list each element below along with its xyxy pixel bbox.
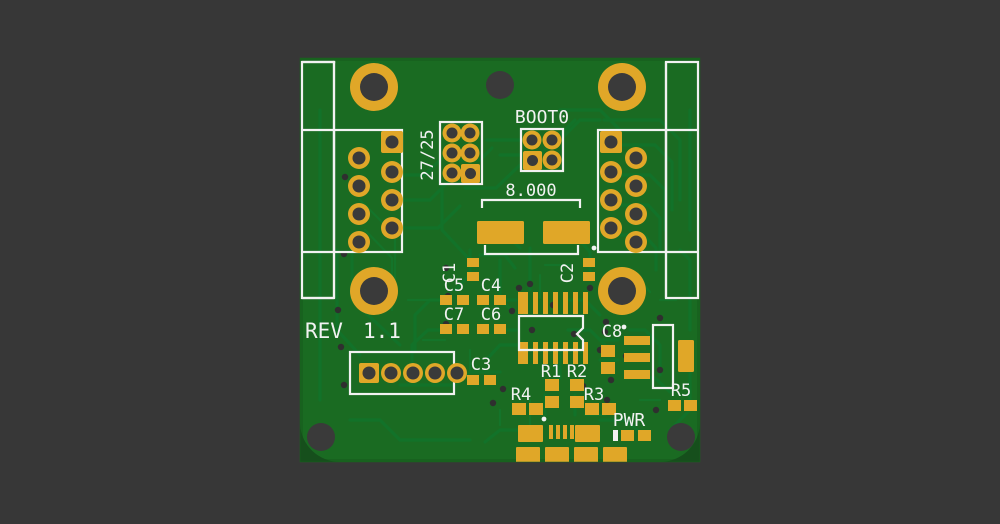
- refdes-r2: R2: [567, 362, 587, 382]
- unplated-hole-top-center: [486, 71, 514, 99]
- refdes-r4: R4: [511, 385, 531, 405]
- revision-label: REV 1.1: [305, 319, 401, 343]
- corner-relief-bl: [300, 424, 340, 462]
- plated-hole-bottom-right: [598, 267, 646, 315]
- unplated-holes: [307, 71, 695, 451]
- microcontroller-ic: [517, 292, 588, 364]
- crystal-pad-left: [477, 221, 524, 244]
- header-jumper-2725[interactable]: [438, 120, 484, 186]
- silk-label-boot0: BOOT0: [515, 107, 569, 128]
- crystal-8mhz: [477, 198, 590, 256]
- polarity-dot: [541, 416, 547, 422]
- header-bottom-5pin[interactable]: [348, 350, 467, 396]
- unplated-hole-bottom-right: [667, 423, 695, 451]
- plated-hole-top-right: [598, 63, 646, 111]
- silk-frames-left: [300, 60, 404, 300]
- board-outline: [299, 57, 701, 463]
- silk-label-crystal-value: 8.000: [505, 181, 556, 201]
- refdes-c8: C8: [602, 322, 622, 342]
- silk-label-jumper-2725: 27/25: [418, 129, 438, 180]
- capacitor-c6: [477, 324, 506, 334]
- refdes-c7: C7: [444, 305, 464, 325]
- header-right-staggered[interactable]: [600, 131, 647, 253]
- resistor-r1: [545, 379, 559, 408]
- refdes-r1: R1: [541, 362, 561, 382]
- resistor-r2: [570, 379, 584, 408]
- capacitor-c1: [467, 258, 479, 281]
- capacitor-c8: [601, 345, 615, 374]
- capacitor-c3: [467, 375, 496, 385]
- refdes-r3: R3: [584, 385, 604, 405]
- plated-mounting-holes: [350, 63, 646, 315]
- crystal-pad-right: [543, 221, 590, 244]
- refdes-labels: C1 C2 C3 C4 C5 C6 C7 C8 R1 R2 R3 R4 R5: [440, 263, 691, 405]
- pcb-board: 27/25 BOOT0: [299, 57, 701, 463]
- refdes-c1: C1: [440, 263, 460, 283]
- silk-label-pwr: PWR: [613, 410, 646, 431]
- ic-pins-bottom: [518, 342, 588, 364]
- capacitor-c4: [477, 295, 506, 305]
- resistor-r3: [585, 403, 616, 415]
- silk-label-rev-value: 1.1: [363, 319, 401, 343]
- refdes-c4: C4: [481, 276, 501, 296]
- capacitor-c2: [583, 245, 597, 281]
- unplated-hole-bottom-left: [307, 423, 335, 451]
- refdes-c2: C2: [558, 263, 578, 283]
- refdes-r5: R5: [671, 381, 691, 401]
- resistor-r4: [512, 403, 543, 415]
- refdes-c5: C5: [444, 276, 464, 296]
- resistor-r5: [668, 400, 697, 411]
- polarity-dot: [621, 324, 627, 330]
- regulator-tab-pad: [678, 340, 694, 372]
- header-left-staggered[interactable]: [348, 131, 403, 253]
- header-boot0[interactable]: [519, 127, 565, 173]
- capacitor-c5: [440, 295, 469, 305]
- usb-connector: [516, 416, 627, 462]
- ic-pins-top: [518, 292, 588, 314]
- silk-label-rev: REV: [305, 319, 343, 343]
- power-led: [613, 430, 651, 441]
- plated-hole-top-left: [350, 63, 398, 111]
- refdes-c6: C6: [481, 305, 501, 325]
- plated-hole-bottom-left: [350, 267, 398, 315]
- capacitor-c7: [440, 324, 469, 334]
- refdes-c3: C3: [471, 355, 491, 375]
- corner-relief-br: [660, 424, 700, 462]
- voltage-regulator: [621, 323, 694, 390]
